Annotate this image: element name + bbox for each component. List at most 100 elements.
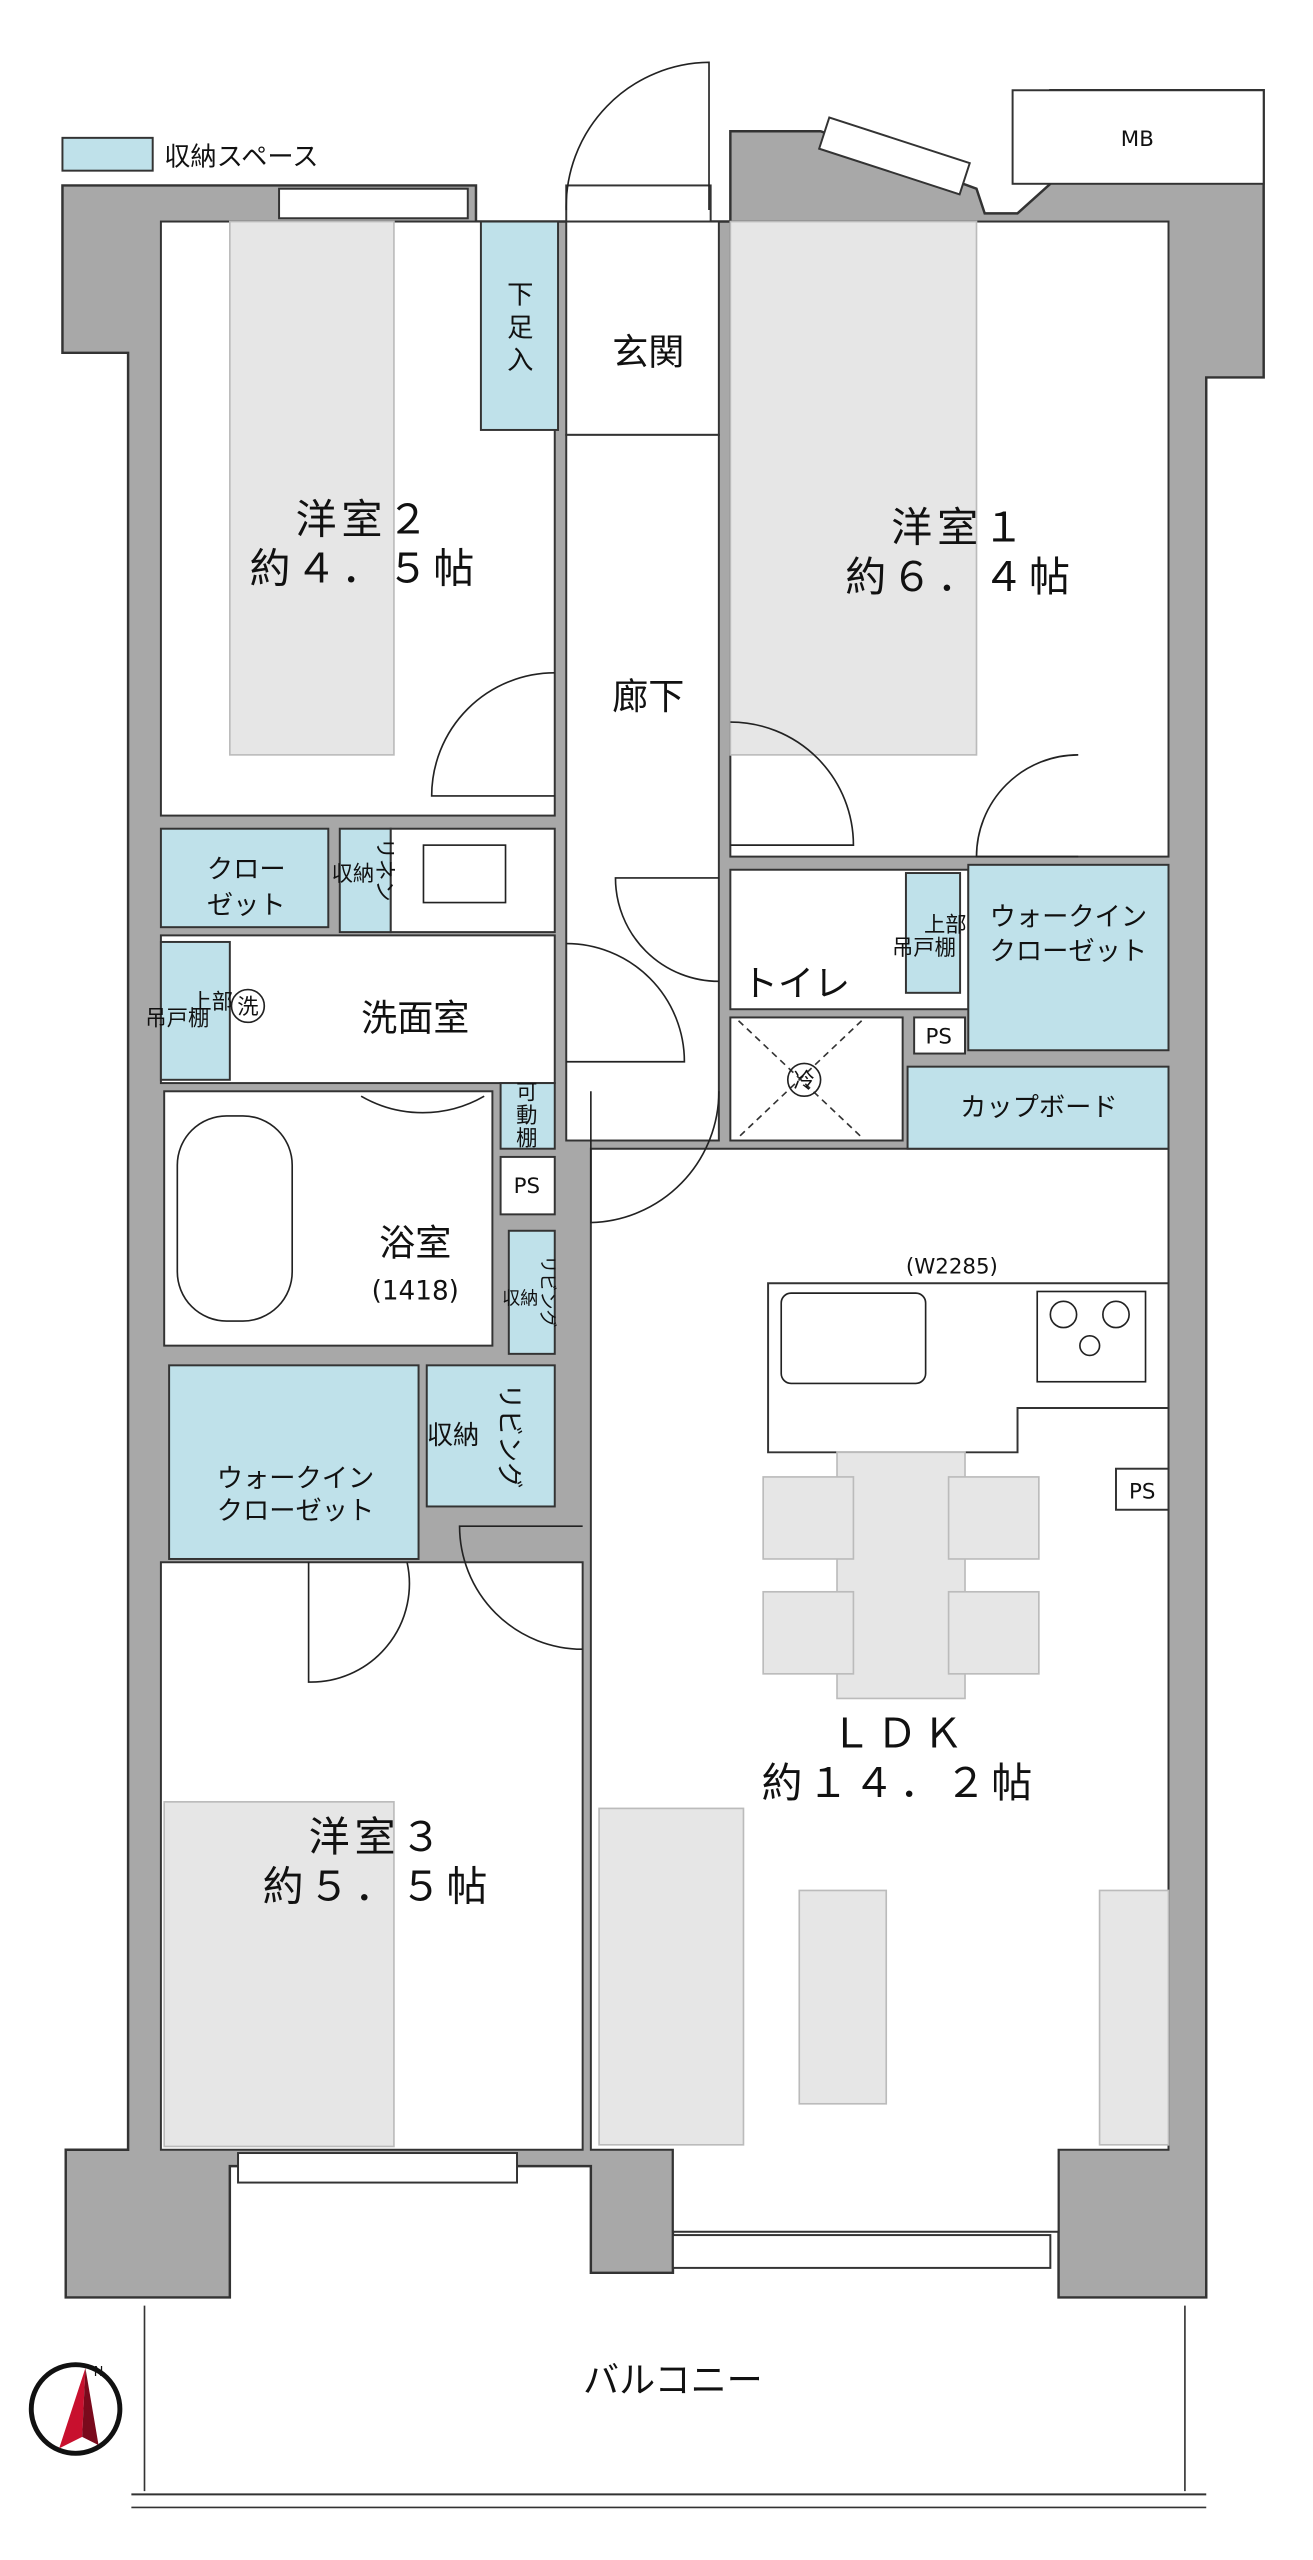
upper-cabinet-wash bbox=[159, 940, 231, 1081]
chair bbox=[762, 1476, 855, 1560]
meter-box bbox=[1011, 89, 1265, 185]
living-storage-small-label: リビング bbox=[537, 1255, 558, 1327]
window-western1 bbox=[817, 116, 971, 196]
cupboard-label: カップボード bbox=[960, 1093, 1118, 1123]
walk-in-closet-right bbox=[967, 863, 1170, 1052]
ps-label: PS bbox=[514, 1174, 540, 1199]
fridge-space bbox=[729, 1016, 904, 1142]
bed-western2 bbox=[229, 220, 395, 756]
hallway-label: 廊下 bbox=[612, 675, 684, 718]
door-bathroom[interactable] bbox=[360, 1095, 485, 1114]
bed-western3 bbox=[163, 1801, 395, 2148]
living-storage-label: 収納 bbox=[427, 1421, 480, 1451]
coffee-table bbox=[798, 1889, 888, 2105]
door-western2[interactable] bbox=[430, 672, 555, 797]
washer-symbol: 洗 bbox=[237, 995, 258, 1020]
door-western3[interactable] bbox=[458, 1525, 583, 1651]
door-western1[interactable] bbox=[730, 721, 855, 846]
movable-shelf-label: 棚 bbox=[516, 1126, 537, 1151]
linen-storage bbox=[338, 827, 392, 934]
movable-shelf bbox=[499, 1082, 556, 1150]
washer-icon bbox=[230, 988, 266, 1024]
western2-name: 洋室２ bbox=[295, 495, 433, 543]
western3-name: 洋室３ bbox=[309, 1813, 447, 1861]
ps-label: PS bbox=[1129, 1479, 1155, 1504]
western3-size: 約５．５帖 bbox=[263, 1862, 493, 1910]
toilet-label: トイレ bbox=[742, 962, 850, 1005]
ldk-size: 約１４．２帖 bbox=[762, 1759, 1038, 1807]
burner-icon bbox=[1049, 1300, 1078, 1329]
door-washroom[interactable] bbox=[566, 942, 686, 1063]
balcony-label: バルコニー bbox=[583, 2359, 763, 2402]
dining-table bbox=[836, 1451, 966, 1700]
bathtub bbox=[176, 1115, 294, 1322]
chair bbox=[947, 1590, 1040, 1675]
bathroom-size: (1418) bbox=[372, 1277, 459, 1307]
door-toilet[interactable] bbox=[614, 877, 719, 983]
fridge-symbol: 冷 bbox=[794, 1069, 815, 1094]
tv-stand bbox=[1098, 1889, 1170, 2146]
wic-left-label: クローゼット bbox=[217, 1497, 375, 1527]
entrance-door-frame bbox=[565, 184, 712, 223]
upper-cabinet-toilet-label: 上部 bbox=[924, 913, 967, 938]
ps-box-1 bbox=[913, 1016, 966, 1055]
kitchen-counter bbox=[767, 1282, 1170, 1454]
stove bbox=[1036, 1290, 1147, 1383]
cupboard bbox=[906, 1065, 1170, 1150]
bed-western1 bbox=[729, 220, 978, 756]
living-storage-small-label: 収納 bbox=[502, 1289, 538, 1310]
kitchen-sink bbox=[780, 1292, 927, 1385]
shoe-storage-label: 足 bbox=[507, 313, 533, 343]
kitchen-width-label: (W2285) bbox=[906, 1254, 998, 1279]
window-western2 bbox=[278, 187, 469, 220]
movable-shelf-label: 可 bbox=[516, 1080, 537, 1105]
shoe-storage-label: 下 bbox=[507, 281, 533, 311]
bathroom-label: 浴室 bbox=[379, 1221, 451, 1264]
room-entrance bbox=[565, 220, 720, 436]
wic-left-label: ウォークイン bbox=[217, 1464, 375, 1494]
window-ldk bbox=[671, 2234, 1052, 2269]
closet bbox=[159, 827, 330, 929]
burner-icon bbox=[1102, 1300, 1130, 1329]
window-western3 bbox=[237, 2152, 518, 2184]
sink-area bbox=[389, 827, 556, 934]
sofa bbox=[598, 1807, 745, 2146]
legend-label: 収納スペース bbox=[164, 143, 318, 173]
ldk-name: ＬＤＫ bbox=[830, 1710, 968, 1758]
fridge-icon bbox=[786, 1062, 822, 1098]
ps-box-2 bbox=[499, 1155, 556, 1216]
room-bathroom bbox=[163, 1090, 494, 1347]
meter-box-label: MB bbox=[1121, 127, 1154, 152]
shoe-storage bbox=[479, 220, 560, 431]
compass-north-label: N bbox=[94, 2365, 104, 2380]
ps-box-3 bbox=[1115, 1467, 1170, 1511]
entrance-door[interactable] bbox=[565, 61, 710, 211]
door-ldk[interactable] bbox=[590, 1091, 720, 1224]
legend-swatch bbox=[61, 136, 154, 172]
ps-label: PS bbox=[926, 1025, 952, 1050]
upper-cabinet-toilet bbox=[904, 872, 962, 994]
chair bbox=[947, 1476, 1040, 1560]
movable-shelf-label: 動 bbox=[516, 1103, 537, 1128]
living-storage-small bbox=[507, 1229, 556, 1355]
door-wic-right[interactable] bbox=[975, 754, 1079, 858]
living-storage bbox=[425, 1364, 556, 1508]
linen-label: リネン bbox=[372, 838, 397, 902]
sink bbox=[422, 844, 507, 904]
western1-size: 約６．４帖 bbox=[845, 553, 1075, 601]
upper-cabinet-wash-label: 上部 bbox=[190, 990, 233, 1015]
door-wic-left[interactable] bbox=[307, 1562, 411, 1683]
upper-cabinet-toilet-label: 吊戸棚 bbox=[892, 936, 956, 961]
fridge-diagonals bbox=[737, 1020, 863, 1138]
closet-label: クロー bbox=[207, 855, 286, 885]
western2-size: 約４．５帖 bbox=[250, 545, 480, 593]
living-storage-label: リビング bbox=[494, 1383, 524, 1488]
entrance-label: 玄関 bbox=[612, 330, 684, 373]
closet-label: ゼット bbox=[207, 891, 286, 921]
shoe-storage-label: 入 bbox=[507, 346, 533, 376]
washroom-label: 洗面室 bbox=[361, 997, 469, 1040]
compass-icon: N bbox=[28, 2362, 123, 2456]
room-hallway bbox=[565, 433, 720, 1142]
linen-label: 収納 bbox=[332, 862, 375, 887]
